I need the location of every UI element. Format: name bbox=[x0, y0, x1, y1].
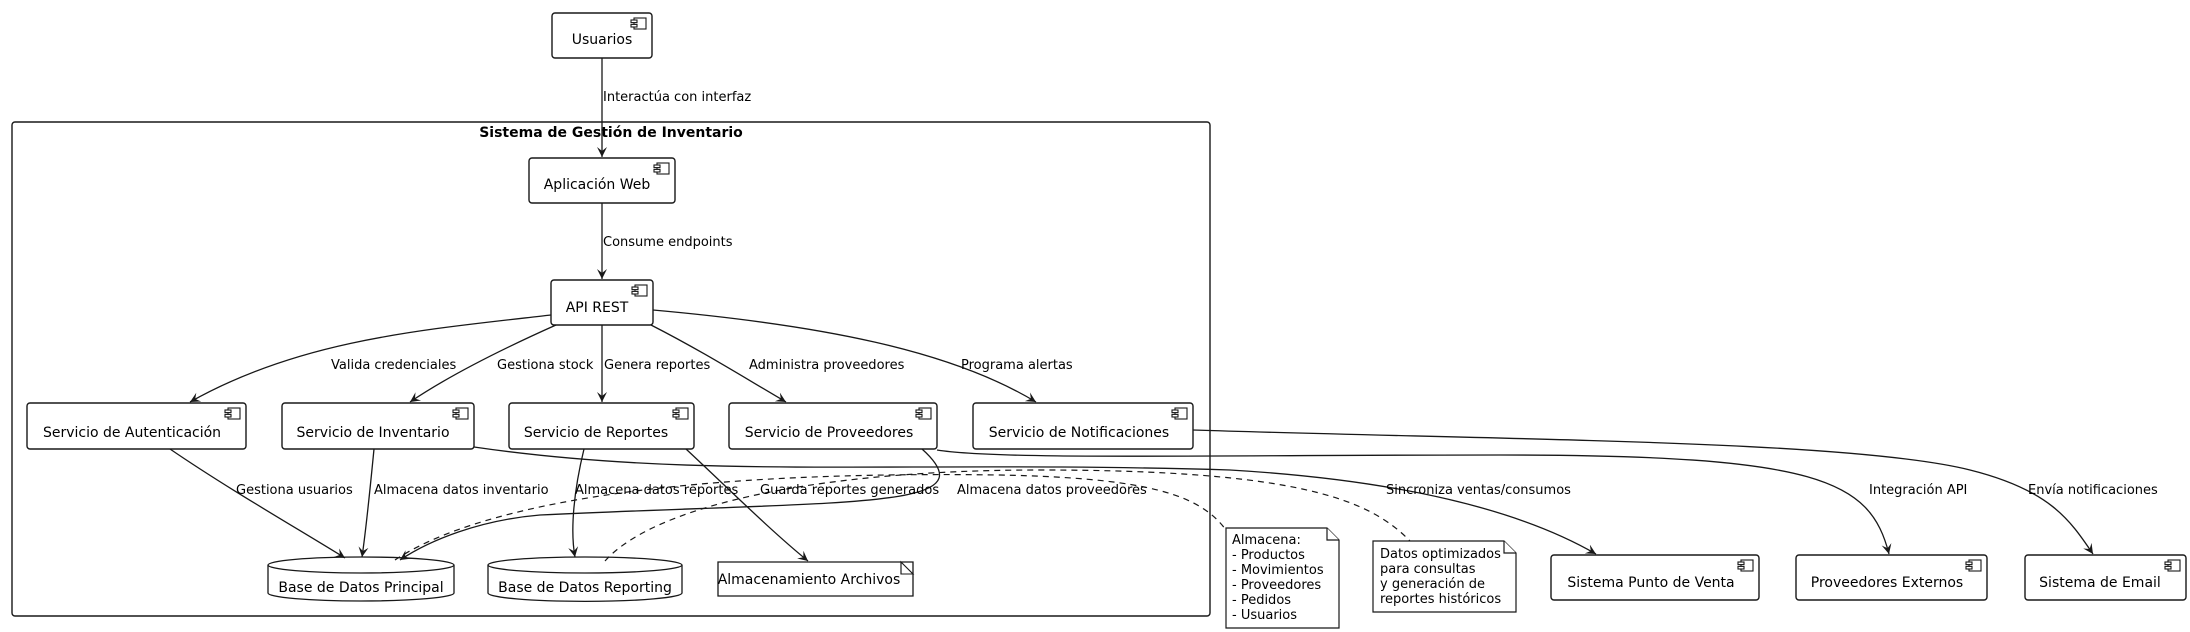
edge-label: Guarda reportes generados bbox=[760, 483, 939, 498]
package-title: Sistema de Gestión de Inventario bbox=[479, 125, 743, 141]
edge-auth-db bbox=[169, 448, 346, 559]
component-label: Usuarios bbox=[572, 32, 633, 48]
component-proveedores-externos[interactable]: Proveedores Externos bbox=[1795, 554, 1988, 601]
edge-reportes-dbrep bbox=[568, 448, 585, 558]
component-servicio-reportes[interactable]: Servicio de Reportes bbox=[508, 402, 695, 450]
component-label: Servicio de Reportes bbox=[524, 425, 668, 441]
edge-label: Sincroniza ventas/consumos bbox=[1386, 483, 1571, 498]
component-servicio-inventario[interactable]: Servicio de Inventario bbox=[281, 402, 475, 450]
component-servicio-proveedores[interactable]: Servicio de Proveedores bbox=[728, 402, 938, 450]
edge-label: Valida credenciales bbox=[331, 358, 456, 373]
edge-api-auth bbox=[189, 314, 552, 403]
artifact-almacenamiento-archivos[interactable]: Almacenamiento Archivos bbox=[717, 560, 915, 597]
edge-notificaciones-email bbox=[1192, 429, 2094, 555]
note-line: y generación de bbox=[1380, 577, 1485, 592]
note-line: - Movimientos bbox=[1232, 563, 1324, 578]
component-label: Servicio de Inventario bbox=[296, 425, 449, 441]
edge-label: Programa alertas bbox=[961, 358, 1073, 373]
component-api-rest[interactable]: API REST bbox=[550, 279, 654, 326]
note-line: - Usuarios bbox=[1232, 608, 1297, 623]
database-reporting[interactable]: Base de Datos Reporting bbox=[487, 556, 683, 602]
package-sistema-inventario: Sistema de Gestión de Inventario bbox=[11, 121, 1211, 617]
component-label: Servicio de Notificaciones bbox=[989, 425, 1169, 441]
database-label: Base de Datos Principal bbox=[278, 580, 443, 596]
component-label: Proveedores Externos bbox=[1811, 575, 1963, 591]
edge-reportes-archivos bbox=[685, 448, 809, 562]
note-line: Almacena: bbox=[1232, 533, 1301, 548]
edge-label: Genera reportes bbox=[604, 358, 710, 373]
edge-inventario-db bbox=[358, 448, 375, 558]
component-usuarios[interactable]: Usuarios bbox=[551, 12, 653, 59]
component-sistema-punto-venta[interactable]: Sistema Punto de Venta bbox=[1550, 554, 1760, 601]
component-label: Sistema de Email bbox=[2039, 575, 2161, 591]
edge-proveedores-db bbox=[399, 448, 941, 561]
database-principal[interactable]: Base de Datos Principal bbox=[267, 556, 455, 602]
component-label: Sistema Punto de Venta bbox=[1567, 575, 1734, 591]
component-label: Aplicación Web bbox=[544, 177, 651, 193]
note-line: - Proveedores bbox=[1232, 578, 1321, 593]
edge-label: Gestiona stock bbox=[497, 358, 594, 373]
edge-label: Integración API bbox=[1869, 483, 1967, 498]
artifact-label: Almacenamiento Archivos bbox=[718, 572, 901, 588]
edge-inventario-pos bbox=[473, 446, 1597, 555]
note-base-principal: Almacena: - Productos - Movimientos - Pr… bbox=[1225, 527, 1340, 629]
edge-label: Administra proveedores bbox=[749, 358, 905, 373]
edge-api-inventario bbox=[409, 324, 557, 403]
component-sistema-email[interactable]: Sistema de Email bbox=[2024, 554, 2187, 601]
edge-label: Almacena datos proveedores bbox=[957, 483, 1147, 498]
edge-label: Interactúa con interfaz bbox=[603, 90, 751, 105]
note-line: - Pedidos bbox=[1232, 593, 1291, 608]
file-icon bbox=[900, 562, 913, 575]
edge-label: Envía notificaciones bbox=[2028, 483, 2158, 498]
component-label: API REST bbox=[566, 300, 629, 316]
edge-label: Almacena datos reportes bbox=[575, 483, 738, 498]
component-servicio-autenticacion[interactable]: Servicio de Autenticación bbox=[26, 402, 247, 450]
note-line: Datos optimizados bbox=[1380, 547, 1501, 562]
note-line: reportes históricos bbox=[1380, 592, 1501, 607]
edge-label: Gestiona usuarios bbox=[236, 483, 353, 498]
component-label: Servicio de Proveedores bbox=[745, 425, 914, 441]
database-label: Base de Datos Reporting bbox=[498, 580, 672, 596]
edge-api-notificaciones bbox=[652, 309, 1037, 403]
note-line: para consultas bbox=[1380, 562, 1476, 577]
edge-api-proveedores bbox=[650, 324, 787, 403]
component-label: Servicio de Autenticación bbox=[43, 425, 221, 441]
edge-label: Almacena datos inventario bbox=[374, 483, 549, 498]
component-servicio-notificaciones[interactable]: Servicio de Notificaciones bbox=[972, 402, 1194, 450]
note-link-reporting bbox=[604, 469, 1411, 562]
note-base-reporting: Datos optimizados para consultas y gener… bbox=[1372, 540, 1517, 613]
component-aplicacion-web[interactable]: Aplicación Web bbox=[528, 157, 676, 204]
note-line: - Productos bbox=[1232, 548, 1305, 563]
note-link-principal bbox=[394, 474, 1227, 561]
edge-label: Consume endpoints bbox=[603, 235, 733, 250]
edge-proveedores-externos bbox=[936, 449, 1892, 555]
